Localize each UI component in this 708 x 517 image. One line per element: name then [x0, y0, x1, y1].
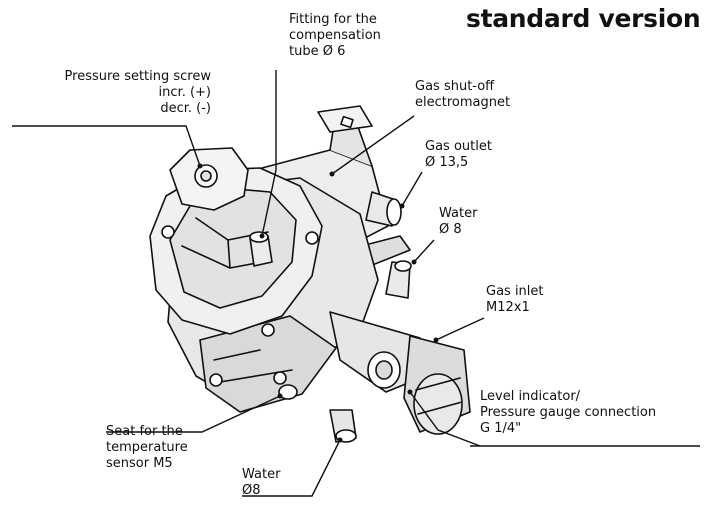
label-line: Ø 13,5 — [425, 155, 469, 170]
label-line: Ø8 — [242, 483, 261, 498]
label-line: tube Ø 6 — [289, 44, 346, 59]
label-line: electromagnet — [415, 95, 511, 110]
label-temperature-sensor-seat: Seat for the temperature sensor M5 — [106, 424, 188, 472]
label-line: decr. (-) — [160, 101, 211, 116]
label-line: Pressure setting screw — [64, 69, 211, 84]
label-water-top: Water Ø 8 — [439, 206, 477, 238]
label-fitting-compensation-tube: Fitting for the compensation tube Ø 6 — [289, 12, 381, 60]
label-line: M12x1 — [486, 300, 530, 315]
label-line: Ø 8 — [439, 222, 462, 237]
label-line: Seat for the — [106, 424, 183, 439]
pressure-screw-shape — [169, 147, 249, 211]
sensor-seat-shape — [278, 384, 298, 400]
label-water-bottom: Water Ø8 — [242, 467, 280, 499]
water-top-pipe-shape — [385, 260, 412, 299]
label-line: Gas inlet — [486, 284, 544, 299]
page-title: standard version — [466, 4, 701, 33]
gas-outlet-shape — [365, 191, 402, 227]
label-line: Gas outlet — [425, 139, 492, 154]
level-indicator-shape — [403, 335, 471, 435]
label-pressure-setting-screw: Pressure setting screw incr. (+) decr. (… — [24, 69, 211, 117]
label-gas-inlet: Gas inlet M12x1 — [486, 284, 544, 316]
label-line: compensation — [289, 28, 381, 43]
label-line: temperature — [106, 440, 188, 455]
label-gas-shutoff-electromagnet: Gas shut-off electromagnet — [415, 79, 510, 111]
label-line: Water — [439, 206, 478, 221]
label-line: Gas shut-off — [415, 79, 495, 94]
label-line: Fitting for the — [289, 12, 377, 27]
label-line: Pressure gauge connection — [480, 405, 657, 420]
label-level-indicator: Level indicator/ Pressure gauge connecti… — [480, 389, 656, 437]
label-line: sensor M5 — [106, 456, 173, 471]
front-cover-shape — [149, 166, 323, 337]
label-line: Level indicator/ — [480, 389, 581, 404]
label-line: incr. (+) — [158, 85, 211, 100]
water-bottom-pipe-shape — [329, 409, 357, 443]
label-line: G 1/4" — [480, 421, 522, 436]
label-gas-outlet: Gas outlet Ø 13,5 — [425, 139, 492, 171]
label-line: Water — [242, 467, 281, 482]
